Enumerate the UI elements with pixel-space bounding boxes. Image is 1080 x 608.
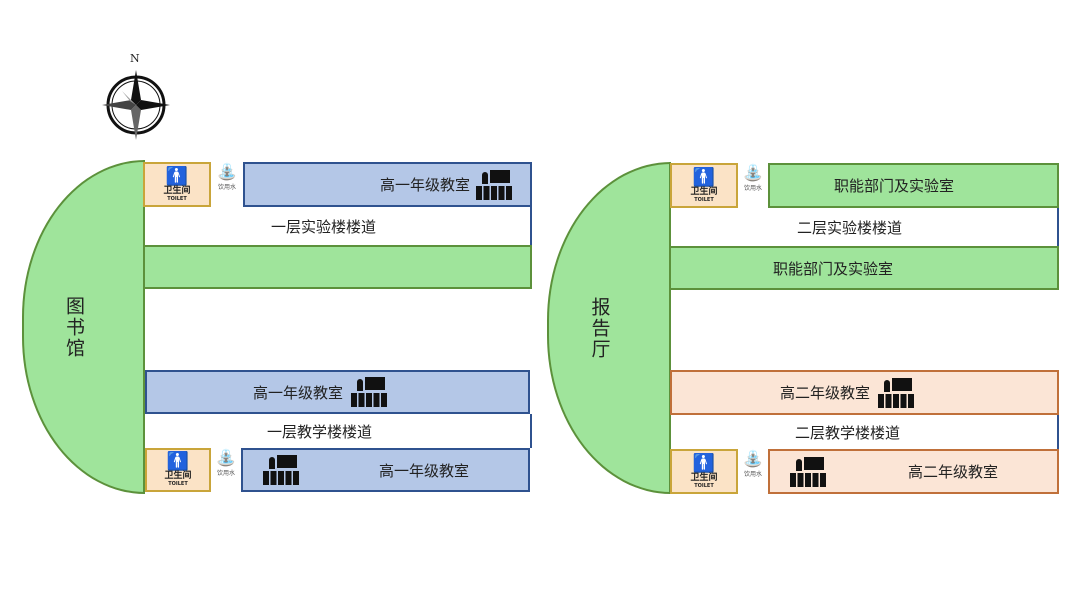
classroom: 高二年级教室	[670, 370, 1059, 415]
toilet-label: 卫生间	[163, 185, 191, 196]
corridor-label: 一层教学楼楼道	[267, 422, 373, 441]
divider	[143, 160, 145, 494]
classroom-icon	[263, 455, 299, 485]
room-label: 高二年级教室	[908, 463, 999, 481]
office-lab: 职能部门及实验室	[768, 163, 1059, 208]
library: 图书馆	[22, 160, 145, 494]
toilet-label-en: TOILET	[168, 481, 188, 487]
library-label: 图书馆	[63, 295, 85, 359]
faucet-icon: ⛲	[743, 163, 763, 182]
classroom-icon	[476, 169, 512, 200]
drinking-water: ⛲ 饮用水	[738, 449, 768, 494]
lab-block	[143, 245, 532, 289]
toilet-label-en: TOILET	[694, 196, 714, 203]
classroom-icon	[790, 456, 826, 487]
auditorium: 报告厅	[547, 162, 671, 494]
toilet-label: 卫生间	[690, 186, 718, 197]
corridor: 二层实验楼楼道	[671, 208, 1059, 246]
corridor-label: 二层教学楼楼道	[795, 423, 901, 442]
corridor: 二层教学楼楼道	[671, 415, 1059, 449]
room-label: 高一年级教室	[379, 176, 470, 194]
faucet-icon: ⛲	[216, 448, 236, 467]
toilet-label-en: TOILET	[167, 195, 187, 202]
water-label: 饮用水	[216, 470, 235, 477]
classroom-icon	[351, 377, 388, 407]
drinking-water: ⛲ 饮用水	[211, 448, 241, 492]
water-label: 饮用水	[743, 185, 762, 192]
classroom-icon	[878, 377, 915, 408]
water-label: 饮用水	[217, 184, 236, 191]
room-label: 高一年级教室	[379, 461, 470, 480]
faucet-icon: ⛲	[217, 162, 237, 181]
compass: N	[100, 52, 172, 144]
auditorium-label: 报告厅	[588, 296, 611, 360]
divider	[669, 162, 671, 494]
corridor: 一层实验楼楼道	[145, 207, 532, 245]
compass-north-label: N	[130, 52, 140, 65]
water-label: 饮用水	[743, 471, 762, 478]
classroom: 高一年级教室	[145, 370, 530, 414]
classroom: 高二年级教室	[768, 449, 1059, 494]
corridor: 一层教学楼楼道	[145, 414, 532, 448]
compass-rose-icon	[102, 70, 170, 140]
drinking-water: ⛲ 饮用水	[211, 162, 243, 207]
toilet-label: 卫生间	[164, 471, 192, 481]
office-lab: 职能部门及实验室	[669, 246, 1059, 290]
toilet-label-en: TOILET	[694, 482, 714, 489]
drinking-water: ⛲ 饮用水	[738, 163, 768, 208]
room-label: 高二年级教室	[780, 384, 871, 402]
toilet-label: 卫生间	[690, 472, 718, 483]
room-label: 高一年级教室	[253, 383, 344, 402]
corridor-label: 二层实验楼楼道	[797, 218, 903, 237]
classroom: 高一年级教室	[243, 162, 532, 207]
classroom: 高一年级教室	[241, 448, 530, 492]
room-label: 职能部门及实验室	[773, 259, 894, 278]
corridor-label: 一层实验楼楼道	[271, 217, 377, 236]
faucet-icon: ⛲	[743, 449, 763, 468]
room-label: 职能部门及实验室	[834, 177, 955, 195]
